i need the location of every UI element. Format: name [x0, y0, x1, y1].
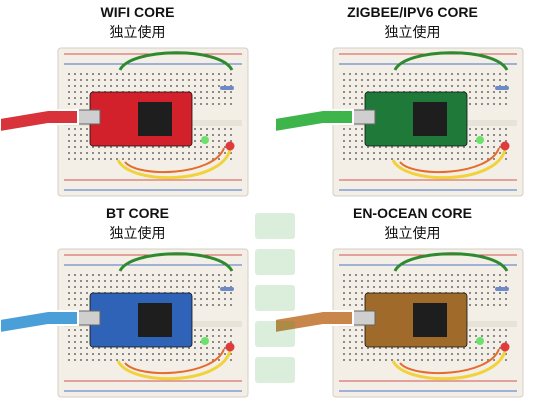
mcu-chip — [413, 303, 447, 337]
resistor — [220, 287, 234, 291]
photo-breadboard — [275, 248, 524, 398]
orange-wire — [124, 348, 225, 375]
panel-subtitle: 独立使用 — [384, 24, 441, 40]
orange-wire — [399, 147, 500, 174]
orange-wire — [124, 147, 225, 174]
led-green — [476, 337, 484, 345]
led-red — [500, 342, 510, 352]
resistor — [220, 86, 234, 90]
panel-subtitle: 独立使用 — [109, 24, 166, 40]
led-green — [201, 337, 209, 345]
panel-title: BT CORE — [106, 205, 169, 221]
panel-4: EN-OCEAN CORE 独立使用 — [275, 201, 550, 402]
usb-connector — [352, 310, 376, 326]
photo-breadboard — [0, 47, 249, 197]
resistor — [495, 86, 509, 90]
orange-wire — [399, 348, 500, 375]
led-red — [225, 342, 235, 352]
usb-cable — [0, 310, 79, 335]
yellow-wire — [391, 350, 507, 381]
yellow-wire — [116, 350, 232, 381]
resistor — [495, 287, 509, 291]
panel-title: WIFI CORE — [100, 4, 175, 20]
watermark-logo — [255, 213, 295, 383]
panel-subtitle: 独立使用 — [109, 225, 166, 241]
photo-breadboard — [0, 248, 249, 398]
panel-subtitle: 独立使用 — [384, 225, 441, 241]
usb-cable — [275, 109, 354, 134]
mcu-chip — [138, 102, 172, 136]
panel-title: ZIGBEE/IPV6 CORE — [347, 4, 478, 20]
led-red — [500, 141, 510, 151]
panel-3: BT CORE 独立使用 — [0, 201, 275, 402]
yellow-wire — [391, 149, 507, 180]
usb-cable — [275, 310, 354, 335]
panel-title: EN-OCEAN CORE — [352, 205, 472, 221]
usb-cable — [0, 109, 79, 134]
usb-connector — [77, 310, 101, 326]
mcu-chip — [138, 303, 172, 337]
green-wire — [393, 252, 509, 272]
panel-1: WIFI CORE 独立使用 — [0, 0, 275, 201]
mcu-chip — [413, 102, 447, 136]
led-green — [476, 136, 484, 144]
led-red — [225, 141, 235, 151]
yellow-wire — [116, 149, 232, 180]
green-wire — [118, 252, 234, 272]
panel-2: ZIGBEE/IPV6 CORE 独立使用 — [275, 0, 550, 201]
usb-connector — [352, 109, 376, 125]
led-green — [201, 136, 209, 144]
photo-breadboard — [275, 47, 524, 197]
green-wire — [118, 51, 234, 71]
green-wire — [393, 51, 509, 71]
usb-connector — [77, 109, 101, 125]
